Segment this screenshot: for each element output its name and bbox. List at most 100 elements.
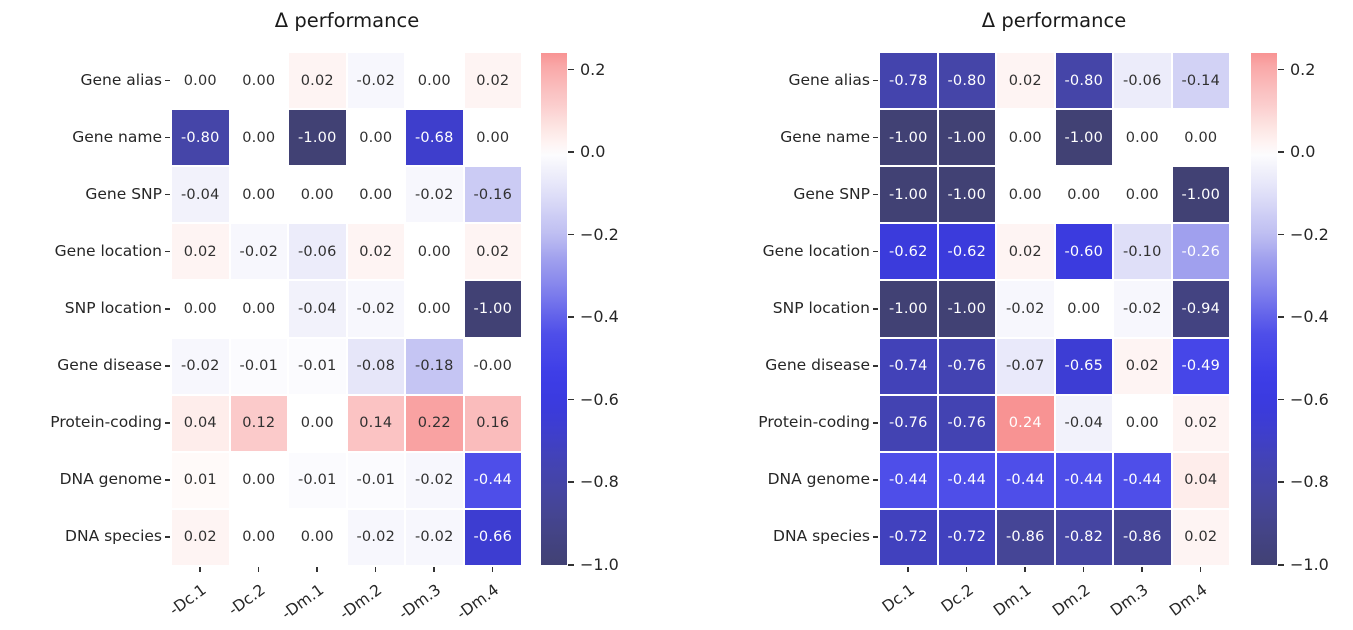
row-label: SNP location: [772, 299, 870, 317]
heatmap-cell: 0.00: [230, 509, 287, 565]
heatmap-cell: -0.65: [1055, 338, 1112, 394]
heatmap-cell: -1.00: [880, 167, 937, 223]
heatmap-cell: 0.00: [997, 110, 1054, 166]
y-tick-mark: [873, 479, 878, 481]
heatmap-cell: -0.72: [880, 509, 937, 565]
heatmap-cell: 0.00: [406, 53, 463, 109]
heatmap-cell: -0.68: [406, 110, 463, 166]
heatmap-cell: 0.24: [997, 395, 1054, 451]
left-chart-title: Δ performance: [274, 9, 420, 32]
y-tick-mark: [873, 79, 878, 82]
colorbar-tick-mark: [1278, 564, 1284, 566]
heatmap-cell: -1.00: [289, 110, 346, 166]
y-tick-mark: [165, 193, 170, 196]
colorbar-tick-mark: [568, 481, 574, 483]
colorbar-tick-label: −0.4: [1290, 307, 1329, 327]
x-tick-mark: [433, 567, 435, 572]
heatmap-cell: 0.02: [172, 509, 229, 565]
heatmap-cell: -0.04: [289, 281, 346, 337]
x-tick-label: Dm.1: [990, 580, 1036, 620]
colorbar-tick-label: 0.0: [580, 142, 606, 162]
heatmap-cell: -0.01: [289, 338, 346, 394]
colorbar-tick-label: −0.2: [1290, 224, 1329, 244]
heatmap-cell: 0.22: [406, 395, 463, 451]
x-tick-label: Dc.2: [937, 580, 977, 616]
row-label: Gene alias: [788, 70, 870, 89]
heatmap-cell: 0.00: [1114, 167, 1171, 223]
heatmap-cell: -0.02: [347, 509, 404, 565]
y-tick-mark: [873, 365, 878, 367]
heatmap-cell: -0.80: [172, 110, 229, 166]
colorbar-tick-label: −0.8: [1290, 472, 1329, 492]
x-tick-mark: [491, 567, 494, 572]
heatmap-cell: -0.44: [1055, 452, 1112, 508]
colorbar-tick-mark: [1278, 233, 1284, 236]
heatmap-cell: -0.06: [1114, 53, 1171, 109]
heatmap-cell: -0.76: [938, 338, 995, 394]
y-tick-mark: [873, 250, 878, 253]
heatmap-cell: -0.01: [230, 338, 287, 394]
x-tick-mark: [1024, 567, 1026, 572]
heatmap-cell: 0.00: [230, 281, 287, 337]
row-label: Gene location: [762, 241, 870, 260]
heatmap-cell: 0.00: [1172, 110, 1229, 166]
heatmap-cell: 0.02: [464, 53, 521, 109]
row-label: Gene SNP: [85, 184, 162, 203]
heatmap-cell: 0.12: [230, 395, 287, 451]
heatmap-cell: 0.01: [172, 452, 229, 508]
heatmap-cell: 0.00: [997, 167, 1054, 223]
x-tick-label: -Dc.1: [166, 580, 211, 620]
row-label: Gene SNP: [793, 184, 870, 203]
heatmap-cell: -0.62: [938, 224, 995, 280]
colorbar-tick-mark: [568, 398, 574, 401]
heatmap-cell: 0.00: [406, 281, 463, 337]
y-tick-mark: [873, 136, 878, 139]
colorbar-tick-label: 0.2: [1290, 59, 1316, 79]
heatmap-cell: 0.00: [289, 509, 346, 565]
x-tick-mark: [199, 567, 201, 572]
colorbar-tick-label: −0.8: [580, 472, 619, 492]
colorbar-tick-label: 0.2: [580, 59, 606, 79]
x-tick-label: Dc.1: [878, 580, 919, 616]
row-label: Gene disease: [765, 356, 870, 375]
heatmap-cell: 0.02: [347, 224, 404, 280]
y-tick-mark: [873, 308, 878, 310]
heatmap-cell: -0.04: [1055, 395, 1112, 451]
colorbar-tick-label: −0.6: [580, 389, 619, 409]
row-label: DNA species: [65, 527, 162, 546]
x-tick-mark: [374, 567, 377, 572]
heatmap-cell: 0.00: [1114, 110, 1171, 166]
heatmap-cell: -0.07: [997, 338, 1054, 394]
row-label: Gene name: [72, 127, 162, 146]
heatmap-cell: -1.00: [1172, 167, 1229, 223]
row-label: DNA genome: [767, 470, 870, 489]
y-tick-mark: [165, 308, 170, 310]
heatmap-cell: -0.06: [289, 224, 346, 280]
heatmap-cell: -0.02: [406, 452, 463, 508]
colorbar-tick-label: −1.0: [580, 555, 619, 574]
heatmap-cell: -0.86: [1114, 509, 1171, 565]
heatmap-cell: -0.60: [1055, 224, 1112, 280]
heatmap-cell: 0.00: [1055, 281, 1112, 337]
heatmap-cell: -0.02: [997, 281, 1054, 337]
heatmap-cell: -1.00: [938, 281, 995, 337]
y-tick-mark: [165, 536, 170, 539]
heatmap-cell: -0.02: [347, 281, 404, 337]
heatmap-cell: -0.86: [997, 509, 1054, 565]
x-tick-label: -Dm.4: [453, 580, 503, 624]
colorbar-tick-mark: [1278, 151, 1284, 153]
heatmap-cell: 0.02: [172, 224, 229, 280]
heatmap-cell: 0.14: [347, 395, 404, 451]
heatmap-cell: 0.04: [172, 395, 229, 451]
heatmap-cell: 0.02: [1172, 509, 1229, 565]
y-tick-mark: [165, 136, 170, 139]
heatmap-cell: -0.02: [406, 167, 463, 223]
heatmap-cell: -0.62: [880, 224, 937, 280]
heatmap-cell: -0.49: [1172, 338, 1229, 394]
heatmap-cell: -0.16: [464, 167, 521, 223]
x-tick-mark: [1141, 567, 1143, 572]
